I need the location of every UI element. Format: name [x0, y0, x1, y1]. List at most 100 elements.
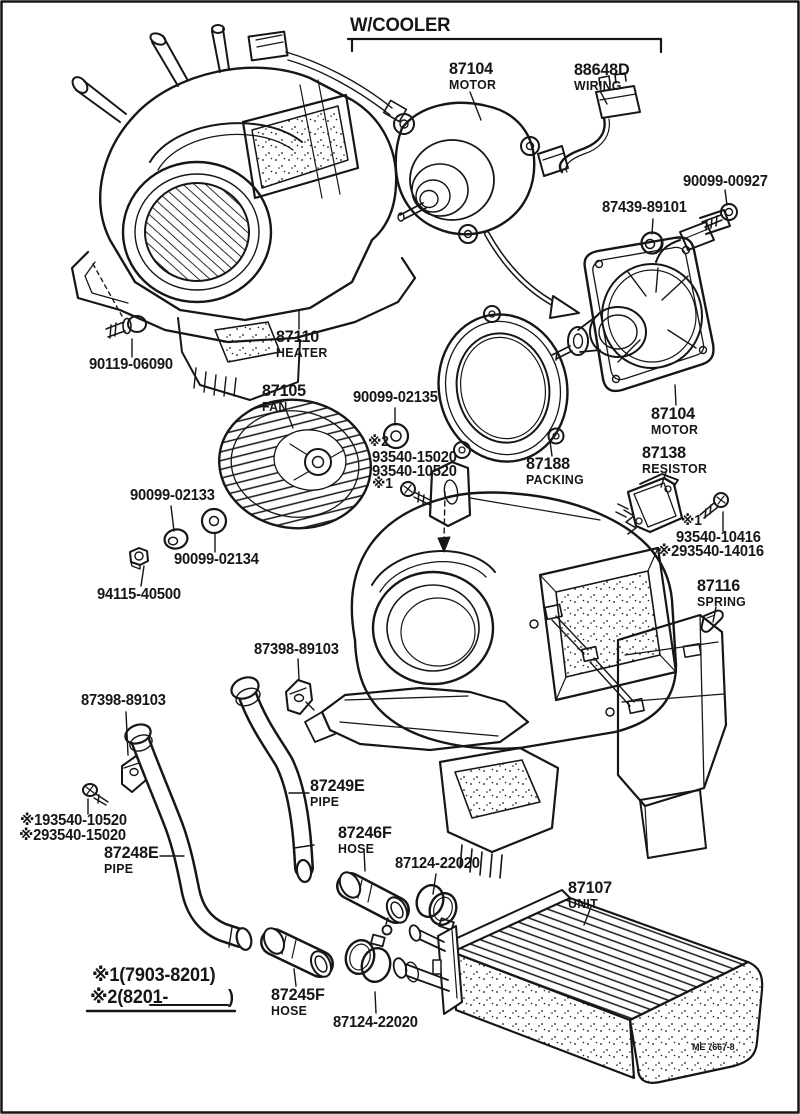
part-label-93540-10520: 93540-10520 [372, 463, 461, 480]
part-label-87138-resistor: 87138 RESISTOR [642, 443, 711, 477]
part-name: FAN [262, 399, 288, 415]
part-name: PIPE [104, 861, 134, 877]
heater-core-drawing [392, 889, 764, 1084]
part-number: ※193540-10520 [20, 812, 127, 829]
part-number: 87116 [697, 576, 741, 595]
part-number: 90099-00927 [683, 173, 768, 190]
part-number: 87107 [568, 878, 612, 897]
part-label-90099-02133: 90099-02133 [130, 487, 219, 504]
washers-drawing [129, 507, 228, 570]
part-label-94115-40500: 94115-40500 [97, 586, 185, 603]
heater-assembly-drawing [70, 24, 417, 401]
resistor-drawing [615, 473, 729, 535]
fan-drawing [218, 398, 372, 530]
part-number: 87246F [338, 823, 392, 842]
part-label-93540-15020: 93540-15020 [372, 449, 461, 466]
part-label-87105-fan: 87105 FAN [262, 381, 308, 415]
part-label-87439-89101: 87439-89101 [602, 199, 691, 216]
part-label-87116-spring: 87116 SPRING [697, 576, 749, 610]
part-label-note-93540-15020: ※293540-15020 [19, 827, 131, 844]
part-number: 87439-89101 [602, 199, 687, 216]
part-label-87104-motor-right: 87104 MOTOR [651, 404, 701, 438]
main-unit-drawing [304, 460, 728, 879]
wcooler-bracket [346, 37, 663, 54]
blower-motor-drawing [393, 101, 540, 244]
part-name: HEATER [276, 345, 328, 361]
part-label-87245f-hose: 87245F HOSE [271, 985, 327, 1019]
part-label-93540-14016: ※293540-14016 [657, 543, 769, 560]
part-name: SPRING [697, 594, 747, 610]
part-number: 87188 [526, 454, 570, 473]
part-name: UNIT [568, 896, 598, 912]
part-number: 93540-10416 [676, 529, 761, 546]
part-label-87398-89103-left: 87398-89103 [81, 692, 170, 709]
part-number: 87110 [276, 327, 320, 346]
part-number: ※293540-15020 [19, 827, 126, 844]
part-label-87124-22020-top: 87124-22020 [395, 855, 484, 872]
part-name: PIPE [310, 794, 340, 810]
part-label-87124-22020-bottom: 87124-22020 [333, 1014, 422, 1031]
clamp-87124-bottom-drawing [344, 917, 393, 984]
part-name: PACKING [526, 472, 585, 488]
part-number: 87398-89103 [254, 641, 339, 658]
part-label-87398-89103-right: 87398-89103 [254, 641, 343, 658]
clamp-87398-left-drawing [82, 755, 147, 806]
washer-02135-drawing [382, 422, 410, 450]
part-label-87110-heater: 87110 HEATER [276, 327, 330, 361]
part-number: 87249E [310, 776, 365, 795]
part-label-note-93540-10520: ※193540-10520 [20, 812, 132, 829]
part-number: 87138 [642, 443, 686, 462]
part-label-90119-06090: 90119-06090 [89, 356, 177, 373]
part-number: 93540-15020 [372, 449, 457, 466]
part-number: 87105 [262, 381, 306, 400]
legend-note-1: ※1(7903-8201) [92, 965, 216, 986]
part-name: MOTOR [449, 77, 497, 93]
spring-clip-drawing [700, 609, 724, 633]
part-number: 87248E [104, 843, 159, 862]
hose-87246f-drawing [336, 871, 410, 924]
part-number: 88648D [574, 60, 630, 79]
part-label-87188-packing: 87188 PACKING [526, 454, 587, 488]
leader-lines [87, 90, 728, 1014]
tapping-screw-drawing [400, 481, 451, 553]
part-label-90099-00927: 90099-00927 [683, 173, 772, 190]
part-label-88648d-wiring: 88648D WIRING [574, 60, 632, 94]
group-label-wcooler: W/COOLER [350, 14, 451, 36]
part-name: MOTOR [651, 422, 699, 438]
part-number: 87124-22020 [395, 855, 480, 872]
part-label-87104-motor-top: 87104 MOTOR [449, 59, 499, 93]
packing-ring-drawing [437, 305, 569, 463]
legend-note-2: ※2(8201-) [90, 987, 235, 1008]
legend-underlines [85, 1004, 237, 1013]
hose-87245f-drawing [260, 927, 334, 978]
part-name: HOSE [338, 841, 375, 857]
mark-1-resistor: ※1 [681, 513, 702, 529]
part-number: 90099-02133 [130, 487, 215, 504]
part-number: 87104 [449, 59, 493, 78]
part-name: WIRING [574, 78, 622, 94]
part-label-93540-10416: 93540-10416 [676, 529, 765, 546]
part-label-90099-02135: 90099-02135 [353, 389, 442, 406]
part-number: 87104 [651, 404, 695, 423]
part-label-87249e-pipe: 87249E PIPE [310, 776, 367, 810]
part-number: 90099-02135 [353, 389, 438, 406]
part-number: 90099-02134 [174, 551, 259, 568]
wiring-drawing [537, 72, 641, 177]
part-label-87246f-hose: 87246F HOSE [338, 823, 394, 857]
part-label-87248e-pipe: 87248E PIPE [104, 843, 161, 877]
clamp-87398-right-drawing [285, 679, 315, 715]
mark-1-fan: ※1 [372, 476, 393, 492]
part-number: ※293540-14016 [657, 543, 764, 560]
part-number: 87245F [271, 985, 325, 1004]
pipe-87248e-drawing [124, 723, 253, 951]
part-name: HOSE [271, 1003, 308, 1019]
part-number: 87124-22020 [333, 1014, 418, 1031]
part-name: RESISTOR [642, 461, 708, 477]
mark-2-fan: ※2 [368, 434, 389, 450]
part-number: 94115-40500 [97, 586, 181, 603]
pipe-87249e-drawing [230, 676, 315, 884]
part-label-87107-unit: 87107 UNIT [568, 878, 614, 912]
